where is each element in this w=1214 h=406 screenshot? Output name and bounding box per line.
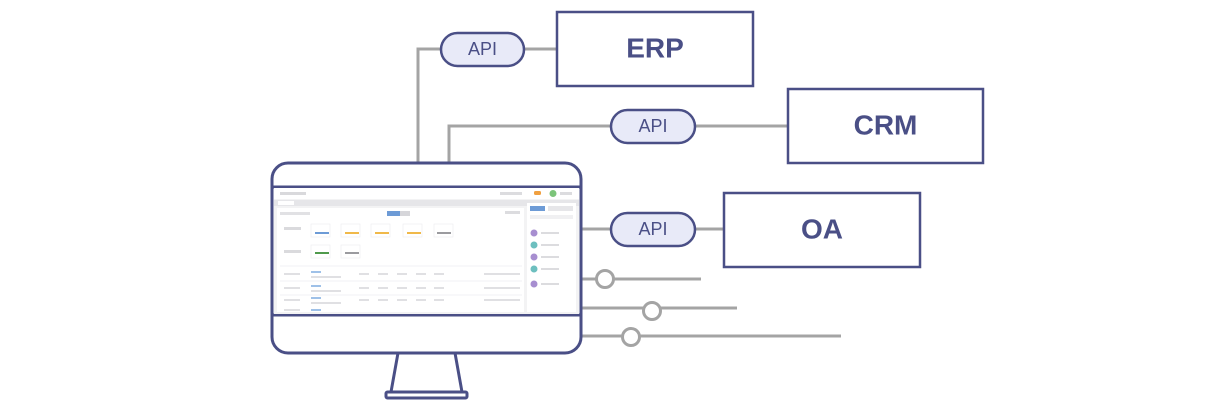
connector-crm	[447, 124, 611, 162]
api-pill-erp: API	[439, 31, 526, 68]
system-box-erp: ERP	[555, 10, 755, 88]
side-panel	[527, 203, 576, 312]
api-pill-erp-label: API	[468, 39, 497, 59]
toggle-inactive	[400, 211, 410, 216]
main-panel	[277, 208, 524, 312]
system-label-crm: CRM	[854, 109, 918, 140]
future-node-1	[595, 269, 615, 289]
notification-badge	[534, 191, 541, 195]
future-node-2	[642, 301, 662, 321]
panel-action-placeholder	[505, 211, 520, 214]
app-header-text-placeholder	[500, 192, 522, 195]
system-label-oa: OA	[801, 213, 843, 244]
toggle-active	[387, 211, 400, 216]
future-node-3	[621, 327, 641, 347]
api-pill-oa: API	[609, 211, 697, 248]
main-title-placeholder	[280, 212, 310, 215]
app-tab	[278, 201, 294, 205]
system-box-oa: OA	[722, 191, 922, 269]
connector-erp	[416, 47, 441, 162]
screen-content	[274, 188, 579, 314]
monitor-stand	[389, 352, 464, 394]
api-pill-oa-label: API	[638, 219, 667, 239]
username-placeholder	[560, 192, 572, 195]
app-header	[274, 188, 579, 199]
monitor	[270, 161, 583, 400]
app-logo-placeholder	[280, 192, 306, 195]
monitor-base	[384, 390, 469, 400]
api-pill-crm-label: API	[638, 116, 667, 136]
system-box-crm: CRM	[786, 87, 985, 165]
data-table	[280, 265, 522, 311]
user-avatar	[549, 190, 557, 197]
flow-cards	[284, 223, 454, 259]
system-label-erp: ERP	[626, 32, 684, 63]
api-pill-crm: API	[609, 108, 697, 145]
app-tab-bar	[274, 200, 579, 206]
